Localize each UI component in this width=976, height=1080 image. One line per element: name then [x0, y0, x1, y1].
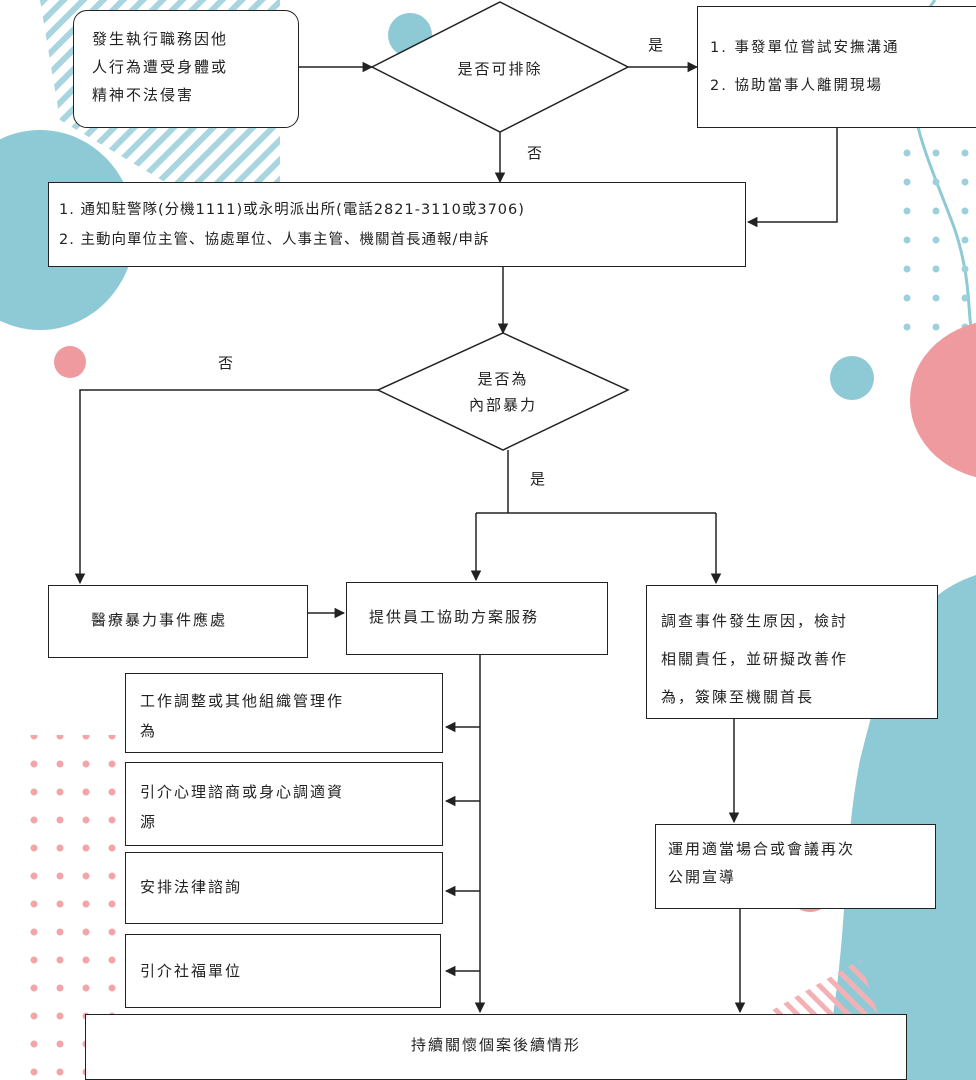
decision2-line-1: 是否為	[477, 370, 529, 388]
decision2-diamond	[376, 332, 630, 451]
pink-blob-right	[910, 322, 976, 478]
counsel-line-2: 源	[140, 813, 158, 831]
legal-text: 安排法律諮詢	[140, 878, 243, 896]
adjust-line-2: 為	[140, 722, 158, 740]
counsel-line-1: 引介心理諮商或身心調適資	[140, 783, 345, 801]
decision2-label: 是否為 內部暴力	[433, 366, 573, 418]
start-line-1: 發生執行職務因他	[92, 30, 229, 48]
social-text: 引介社福單位	[140, 962, 243, 980]
followup-text: 持續關懷個案後續情形	[410, 1036, 581, 1054]
eap-box: 提供員工協助方案服務	[346, 582, 608, 655]
decision1-label: 是否可排除	[457, 60, 543, 78]
publicize-box: 運用適當場合或會議再次 公開宣導	[655, 824, 936, 909]
investigate-box: 調查事件發生原因，檢討 相關責任，並研擬改善作 為，簽陳至機關首長	[646, 585, 938, 719]
edge-label-no1: 否	[527, 144, 543, 162]
teal-circle-mid	[830, 356, 874, 400]
followup-box: 持續關懷個案後續情形	[85, 1014, 907, 1080]
start-box: 發生執行職務因他 人行為遭受身體或 精神不法侵害	[73, 10, 299, 128]
investigate-line-3: 為，簽陳至機關首長	[661, 688, 815, 706]
yes1-line-1: 1. 事發單位嘗試安撫溝通	[710, 40, 900, 56]
yes1-box: 1. 事發單位嘗試安撫溝通 2. 協助當事人離開現場	[697, 6, 976, 128]
yes1-line-2: 2. 協助當事人離開現場	[710, 78, 883, 94]
social-box: 引介社福單位	[125, 934, 441, 1008]
publicize-line-2: 公開宣導	[668, 868, 737, 886]
edge-label-yes1: 是	[648, 36, 664, 54]
adjust-line-1: 工作調整或其他組織管理作	[140, 692, 345, 710]
start-line-3: 精神不法侵害	[92, 86, 195, 104]
adjust-box: 工作調整或其他組織管理作 為	[125, 673, 443, 753]
teal-dot-pattern	[895, 120, 976, 340]
notify-box: 1. 通知駐警隊(分機1111)或永明派出所(電話2821-3110或3706)…	[48, 182, 746, 267]
medical-text: 醫療暴力事件應處	[91, 611, 228, 629]
notify-line-2: 2. 主動向單位主管、協處單位、人事主管、機關首長通報/申訴	[59, 232, 490, 248]
edge-label-yes2: 是	[530, 470, 546, 488]
decision2-line-2: 內部暴力	[468, 396, 537, 414]
notify-line-1: 1. 通知駐警隊(分機1111)或永明派出所(電話2821-3110或3706)	[59, 202, 525, 218]
eap-text: 提供員工協助方案服務	[369, 608, 540, 626]
publicize-line-1: 運用適當場合或會議再次	[668, 840, 856, 858]
counsel-box: 引介心理諮商或身心調適資 源	[125, 762, 443, 846]
investigate-line-2: 相關責任，並研擬改善作	[661, 650, 849, 668]
medical-box: 醫療暴力事件應處	[48, 585, 308, 658]
decision1-diamond	[370, 1, 630, 133]
investigate-line-1: 調查事件發生原因，檢討	[661, 612, 849, 630]
legal-box: 安排法律諮詢	[125, 852, 443, 924]
pink-circle-left	[54, 346, 86, 378]
edge-label-no2: 否	[218, 354, 234, 372]
start-line-2: 人行為遭受身體或	[92, 58, 229, 76]
